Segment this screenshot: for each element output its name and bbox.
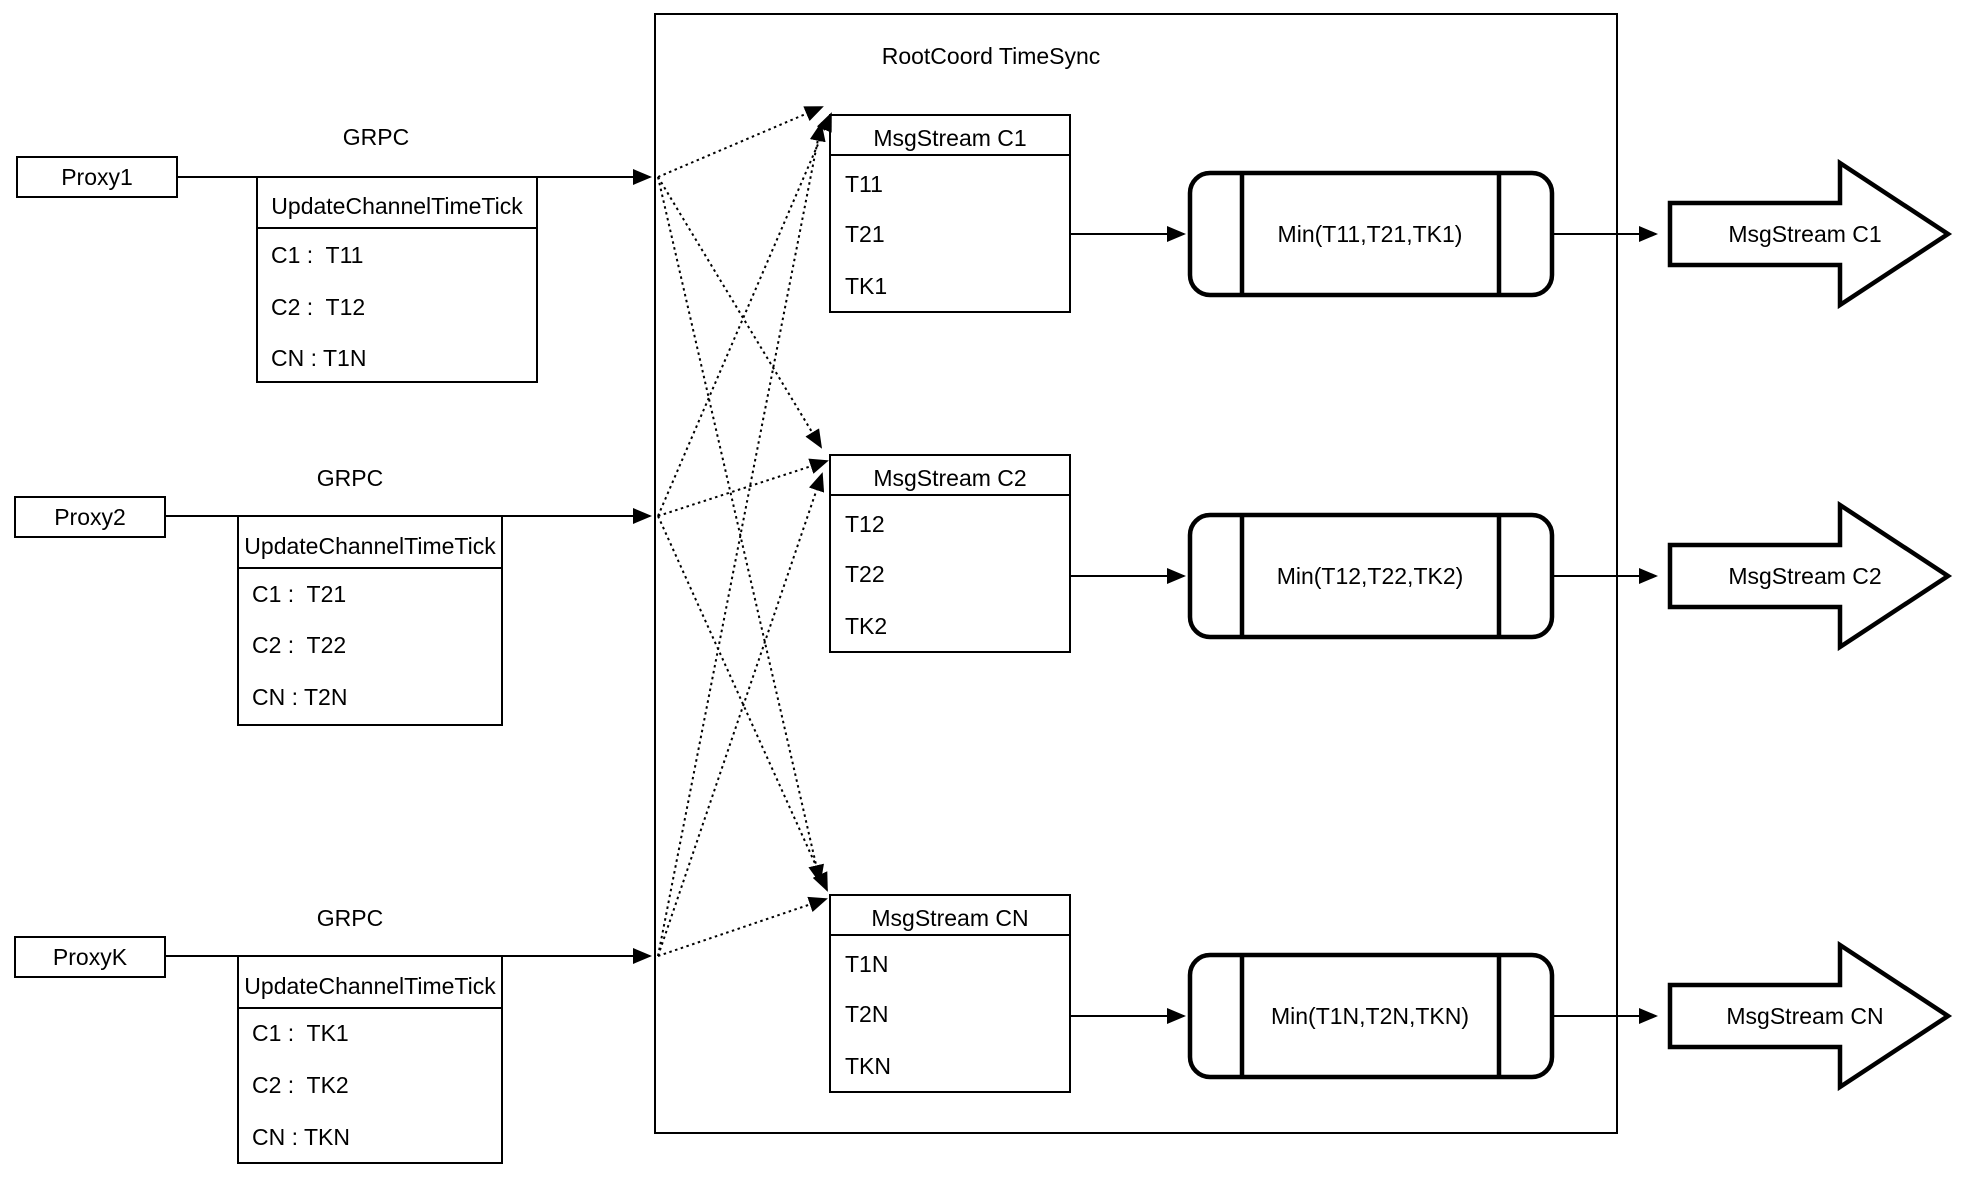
msgstream-header: MsgStream CN <box>871 905 1028 931</box>
output-arrow-shape <box>1667 500 1953 652</box>
proxy-label: Proxy2 <box>54 504 126 530</box>
proxy1-group: GRPC Proxy1 UpdateChannelTimeTick C1 : T… <box>16 124 652 383</box>
timetick-table-box <box>237 515 503 726</box>
fanout-arrow-p1-cn <box>657 176 824 884</box>
min-node: Min(T11,T21,TK1) <box>1187 170 1555 298</box>
timetick-row: C2 : TK2 <box>252 1072 349 1098</box>
min-node: Min(T1N,T2N,TKN) <box>1187 952 1555 1080</box>
output-arrow-label: MsgStream C2 <box>1728 563 1881 589</box>
fanout-arrow-pk-c2 <box>657 472 825 957</box>
rootcoord-title: RootCoord TimeSync <box>882 43 1101 69</box>
output-arrow: MsgStream CN <box>1667 940 1953 1092</box>
grpc-label: GRPC <box>317 465 383 491</box>
timetick-table-box <box>256 176 538 383</box>
timetick-row: C2 : T12 <box>271 294 365 320</box>
proxy-node <box>16 156 178 198</box>
timetick-table-box <box>237 955 503 1164</box>
output-arrow-shape <box>1667 158 1953 310</box>
msgstream-header: MsgStream C2 <box>873 465 1026 491</box>
fanout-arrows-group <box>657 106 832 957</box>
output-arrow: MsgStream C1 <box>1667 158 1953 310</box>
timetick-row: C1 : TK1 <box>252 1020 349 1046</box>
stream-cn-group: MsgStream CN T1N T2N TKN Min(T1N,T2N,TKN… <box>829 894 1953 1093</box>
msgstream-header: MsgStream C1 <box>873 125 1026 151</box>
msgstream-row: T12 <box>845 511 885 537</box>
grpc-label: GRPC <box>317 905 383 931</box>
msgstream-table: MsgStream CN T1N T2N TKN <box>829 894 1071 1093</box>
timetick-table-header: UpdateChannelTimeTick <box>244 973 496 999</box>
grpc-label: GRPC <box>343 124 409 150</box>
msgstream-row: TK2 <box>845 613 887 639</box>
timetick-table: UpdateChannelTimeTick C1 : T21 C2 : T22 … <box>237 515 503 726</box>
msgstream-table-box <box>829 894 1071 1093</box>
msgstream-row: T1N <box>845 951 888 977</box>
fanout-arrow-p1-c2 <box>657 176 823 449</box>
timetick-row: CN : T1N <box>271 345 366 371</box>
msgstream-row: T21 <box>845 221 885 247</box>
proxy-label: Proxy1 <box>61 164 133 190</box>
proxy-label: ProxyK <box>53 944 128 970</box>
output-arrow-label: MsgStream CN <box>1726 1003 1883 1029</box>
min-label: Min(T12,T22,TK2) <box>1277 563 1464 589</box>
timetick-table: UpdateChannelTimeTick C1 : T11 C2 : T12 … <box>256 176 538 383</box>
min-node: Min(T12,T22,TK2) <box>1187 512 1555 640</box>
timetick-row: CN : TKN <box>252 1124 350 1150</box>
msgstream-row: T22 <box>845 561 885 587</box>
msgstream-row: TK1 <box>845 273 887 299</box>
proxy-node <box>14 936 166 978</box>
output-arrow-shape <box>1667 940 1953 1092</box>
timetick-row: C1 : T11 <box>271 242 363 268</box>
timetick-row: C1 : T21 <box>252 581 346 607</box>
msgstream-table-box <box>829 454 1071 653</box>
timetick-table: UpdateChannelTimeTick C1 : TK1 C2 : TK2 … <box>237 955 503 1164</box>
stream-c2-group: MsgStream C2 T12 T22 TK2 Min(T12,T22,TK2… <box>829 454 1953 653</box>
msgstream-table-box <box>829 114 1071 313</box>
output-arrow-label: MsgStream C1 <box>1728 221 1881 247</box>
proxy2-group: GRPC Proxy2 UpdateChannelTimeTick C1 : T… <box>14 465 652 726</box>
fanout-arrow-p2-c1 <box>657 112 832 517</box>
timetick-table-header: UpdateChannelTimeTick <box>244 533 496 559</box>
min-label: Min(T1N,T2N,TKN) <box>1271 1003 1469 1029</box>
msgstream-table: MsgStream C2 T12 T22 TK2 <box>829 454 1071 653</box>
fanout-arrow-p2-cn <box>657 515 828 892</box>
msgstream-row: TKN <box>845 1053 891 1079</box>
min-label: Min(T11,T21,TK1) <box>1278 221 1463 247</box>
timetick-table-header: UpdateChannelTimeTick <box>271 193 523 219</box>
timetick-row: CN : T2N <box>252 684 347 710</box>
output-arrow: MsgStream C2 <box>1667 500 1953 652</box>
timetick-row: C2 : T22 <box>252 632 346 658</box>
stream-c1-group: MsgStream C1 T11 T21 TK1 Min(T11,T21,TK1… <box>829 114 1953 313</box>
msgstream-row: T2N <box>845 1001 888 1027</box>
proxyk-group: GRPC ProxyK UpdateChannelTimeTick C1 : T… <box>14 905 652 1164</box>
msgstream-table: MsgStream C1 T11 T21 TK1 <box>829 114 1071 313</box>
msgstream-row: T11 <box>845 171 883 197</box>
